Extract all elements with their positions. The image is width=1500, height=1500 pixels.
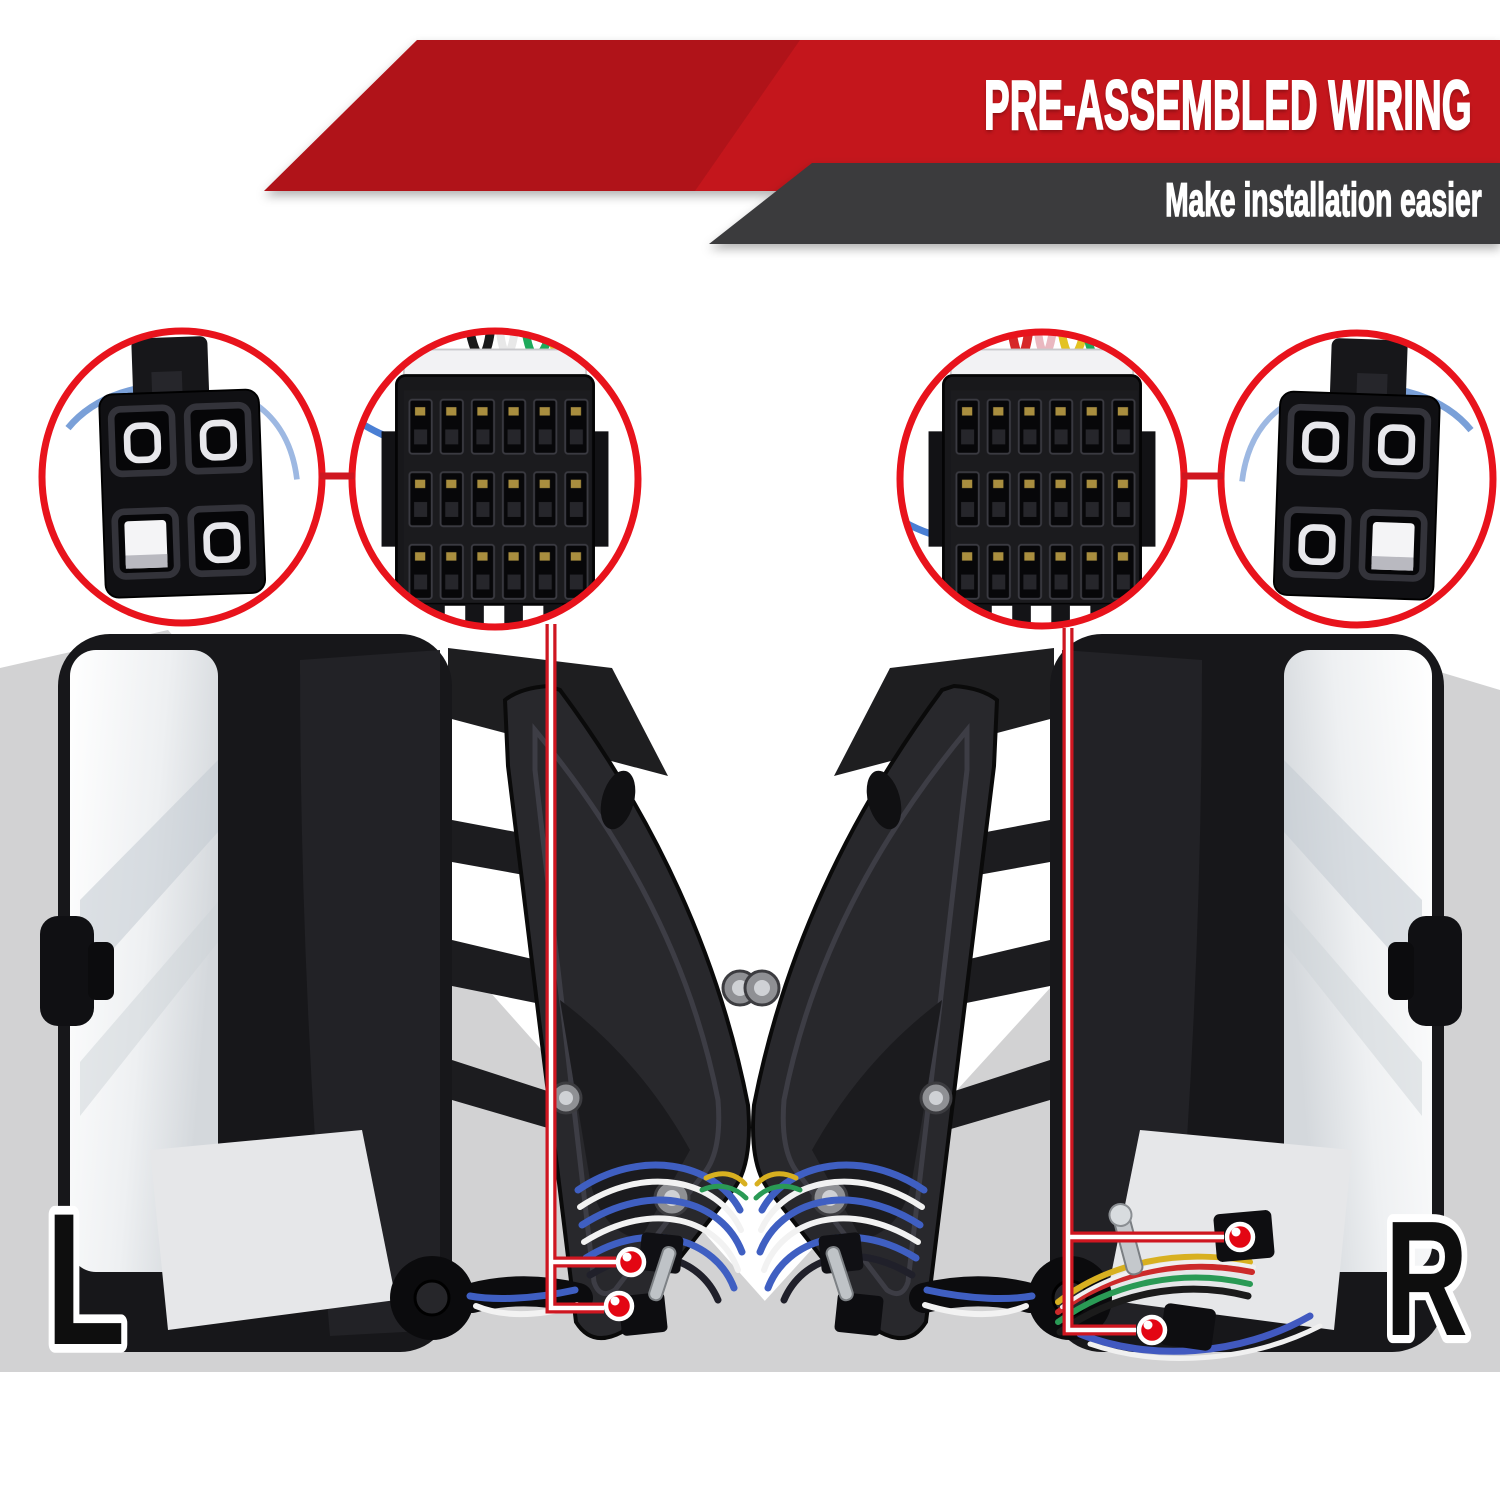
banner-red-dark-overlay [264,40,800,191]
callout-left-4pin-connector-photo [38,327,326,627]
callout-right-18pin-connector-photo [896,328,1188,630]
banner-gray-ribbon [709,163,1500,244]
wiring-point-markers [603,1221,1256,1346]
leader-line-left [545,624,616,1314]
leader-lines [545,624,1224,1336]
right-mirror-harness-wires [1055,1253,1323,1361]
callout-circles [38,327,1497,631]
marker-dot [603,1290,635,1322]
banner-red-ribbon [264,40,1500,191]
marker-dot [1224,1221,1256,1253]
right-mirror-photo [745,634,1462,1358]
leader-line-right [1062,628,1224,1336]
label-left-mirror: L [46,1175,125,1385]
label-right-mirror: R [1385,1187,1468,1370]
callout-right-4pin-connector-photo [1217,329,1497,629]
right-harness-connector-block-2 [1160,1303,1216,1351]
banner-title: PRE-ASSEMBLED WIRING [984,66,1473,144]
callout-left-18pin-connector-photo [348,327,642,631]
header-banner [264,40,1500,244]
marker-dot [1136,1314,1168,1346]
marker-dot [615,1246,647,1278]
banner-subtitle: Make installation easier [1165,173,1483,226]
right-mounting-stud [1108,1202,1144,1276]
left-mirror-photo [40,634,757,1352]
